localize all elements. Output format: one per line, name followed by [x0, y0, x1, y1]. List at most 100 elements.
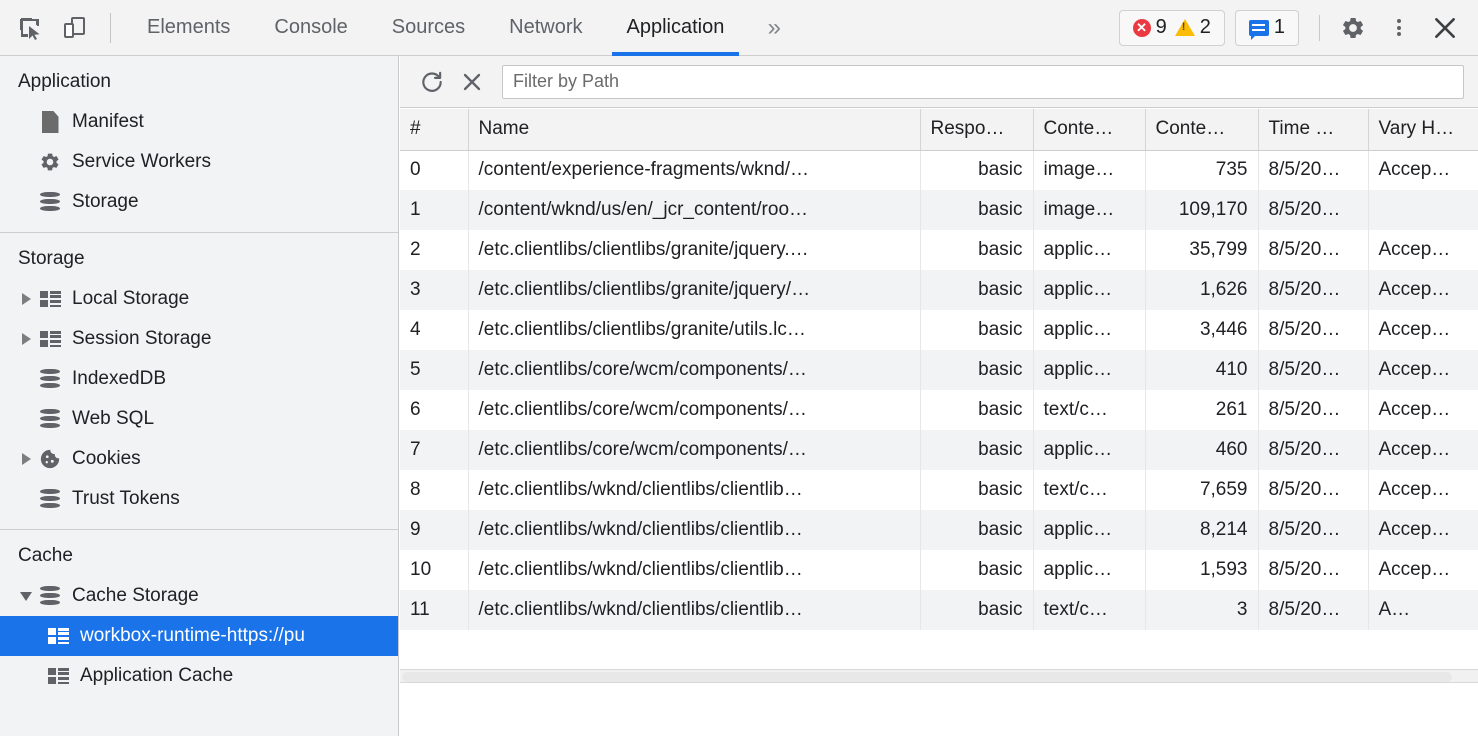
- cell-time-cached: 8/5/20…: [1258, 230, 1369, 270]
- cell-name: /etc.clientlibs/clientlibs/granite/utils…: [468, 310, 921, 350]
- cache-entries-table: # Name Respo… Conte… Conte… Time … Vary …: [400, 109, 1478, 630]
- cell-content-type: applic…: [1033, 550, 1146, 590]
- table-row[interactable]: 6/etc.clientlibs/core/wcm/components/…ba…: [400, 390, 1478, 430]
- cell-response-type: basic: [920, 470, 1034, 510]
- issues-counter-group[interactable]: ✕ 9 2: [1118, 9, 1225, 46]
- grid-horizontal-scrollbar[interactable]: [400, 669, 1478, 683]
- tab-sources[interactable]: Sources: [391, 16, 466, 38]
- message-bubble-icon: [1248, 19, 1269, 40]
- cell-index: 6: [400, 390, 469, 430]
- cell-name: /etc.clientlibs/wknd/clientlibs/clientli…: [468, 550, 921, 590]
- tab-console[interactable]: Console: [274, 16, 348, 38]
- table-row[interactable]: 0/content/experience-fragments/wknd/…bas…: [400, 150, 1478, 190]
- column-header-time-cached[interactable]: Time …: [1258, 109, 1369, 151]
- sidebar-item-session-storage[interactable]: Session Storage: [0, 319, 398, 359]
- sidebar-item-cache-storage[interactable]: Cache Storage: [0, 576, 398, 616]
- cell-vary-header: Accep…: [1378, 479, 1451, 500]
- kebab-dot-2: [1397, 25, 1401, 30]
- database-icon: [38, 584, 62, 608]
- tab-elements[interactable]: Elements: [147, 16, 231, 38]
- column-header-index[interactable]: #: [400, 109, 469, 151]
- table-icon: [46, 624, 70, 648]
- chevron-right-icon[interactable]: [18, 293, 34, 305]
- more-vertical-icon[interactable]: [1376, 5, 1422, 51]
- chevron-right-icon[interactable]: [18, 453, 34, 465]
- more-tabs-icon[interactable]: »: [767, 13, 782, 41]
- cell-index: 2: [400, 230, 469, 270]
- cell-response-type: basic: [920, 150, 1034, 190]
- refresh-icon[interactable]: [412, 62, 452, 102]
- column-header-vary-header[interactable]: Vary H…: [1368, 109, 1478, 151]
- cell-name: /etc.clientlibs/core/wcm/components/…: [468, 390, 921, 430]
- sidebar-item-storage[interactable]: Storage: [0, 182, 398, 222]
- inspect-cursor-icon[interactable]: [8, 6, 52, 50]
- error-counter[interactable]: ✕ 9: [1129, 16, 1171, 39]
- sidebar-item-trust-tokens[interactable]: Trust Tokens: [0, 479, 398, 519]
- message-counter[interactable]: 1: [1245, 16, 1289, 40]
- messages-counter-group[interactable]: 1: [1234, 9, 1299, 46]
- cell-response-type: basic: [920, 390, 1034, 430]
- cell-response-type: basic: [920, 430, 1034, 470]
- cell-vary-header: Accep…: [1378, 279, 1451, 300]
- table-icon: [38, 327, 62, 351]
- table-row[interactable]: 9/etc.clientlibs/wknd/clientlibs/clientl…: [400, 510, 1478, 550]
- document-icon: [38, 110, 62, 134]
- cell-time-cached: 8/5/20…: [1258, 150, 1369, 190]
- sidebar-item-service-workers[interactable]: Service Workers: [0, 142, 398, 182]
- chevron-right-icon[interactable]: [18, 333, 34, 345]
- table-row[interactable]: 3/etc.clientlibs/clientlibs/granite/jque…: [400, 270, 1478, 310]
- application-sidebar[interactable]: Application Manifest Service Workers Sto…: [0, 56, 399, 736]
- column-header-content-length[interactable]: Conte…: [1145, 109, 1259, 151]
- toolbar-divider: [110, 12, 111, 43]
- database-icon: [38, 367, 62, 391]
- device-toolbar-icon[interactable]: [52, 6, 96, 50]
- chevron-down-icon[interactable]: [18, 591, 34, 601]
- sidebar-item-cookies[interactable]: Cookies: [0, 439, 398, 479]
- sidebar-item-label: Application Cache: [80, 665, 234, 686]
- toolbar-right-cluster: ✕ 9 2 1: [1118, 5, 1478, 51]
- table-row[interactable]: 11/etc.clientlibs/wknd/clientlibs/client…: [400, 590, 1478, 630]
- table-row[interactable]: 7/etc.clientlibs/core/wcm/components/…ba…: [400, 430, 1478, 470]
- table-row[interactable]: 2/etc.clientlibs/clientlibs/granite/jque…: [400, 230, 1478, 270]
- cell-content-type: image…: [1033, 190, 1146, 230]
- gear-icon[interactable]: [1330, 5, 1376, 51]
- database-icon: [38, 190, 62, 214]
- cell-content-type: text/c…: [1033, 470, 1146, 510]
- sidebar-item-indexeddb[interactable]: IndexedDB: [0, 359, 398, 399]
- cell-name: /etc.clientlibs/core/wcm/components/…: [468, 430, 921, 470]
- tab-application[interactable]: Application: [605, 0, 747, 56]
- clear-x-icon[interactable]: [452, 62, 492, 102]
- sidebar-item-web-sql[interactable]: Web SQL: [0, 399, 398, 439]
- cell-time-cached: 8/5/20…: [1258, 510, 1369, 550]
- sidebar-item-manifest[interactable]: Manifest: [0, 102, 398, 142]
- cell-name: /etc.clientlibs/wknd/clientlibs/clientli…: [468, 590, 921, 630]
- toolbar-divider-2: [1319, 14, 1320, 41]
- cell-content-length: 7,659: [1145, 470, 1259, 510]
- cell-content-length: 35,799: [1145, 230, 1259, 270]
- cell-vary-header: Accep…: [1378, 519, 1451, 540]
- table-row[interactable]: 8/etc.clientlibs/wknd/clientlibs/clientl…: [400, 470, 1478, 510]
- table-row[interactable]: 10/etc.clientlibs/wknd/clientlibs/client…: [400, 550, 1478, 590]
- cell-index: 1: [400, 190, 469, 230]
- sidebar-item-workbox-runtime[interactable]: workbox-runtime-https://pu: [0, 616, 398, 656]
- tab-network[interactable]: Network: [509, 16, 583, 38]
- cache-entries-grid[interactable]: # Name Respo… Conte… Conte… Time … Vary …: [400, 109, 1478, 669]
- column-header-name[interactable]: Name: [468, 109, 921, 151]
- message-count-label: 1: [1273, 16, 1285, 38]
- scrollbar-thumb[interactable]: [402, 672, 1452, 682]
- sidebar-item-local-storage[interactable]: Local Storage: [0, 279, 398, 319]
- sidebar-item-label: IndexedDB: [72, 368, 167, 389]
- kebab-dot-1: [1397, 19, 1401, 23]
- table-row[interactable]: 5/etc.clientlibs/core/wcm/components/…ba…: [400, 350, 1478, 390]
- column-header-content-type[interactable]: Conte…: [1033, 109, 1146, 151]
- table-row[interactable]: 4/etc.clientlibs/clientlibs/granite/util…: [400, 310, 1478, 350]
- cell-content-type: applic…: [1033, 270, 1146, 310]
- cell-response-type: basic: [920, 590, 1034, 630]
- filter-by-path-input[interactable]: [502, 64, 1464, 99]
- warning-counter[interactable]: 2: [1171, 16, 1215, 39]
- sidebar-item-application-cache[interactable]: Application Cache: [0, 656, 398, 696]
- column-header-response-type[interactable]: Respo…: [920, 109, 1034, 151]
- table-row[interactable]: 1/content/wknd/us/en/_jcr_content/roo…ba…: [400, 190, 1478, 230]
- cache-entry-preview-pane: [400, 684, 1478, 736]
- close-icon[interactable]: [1422, 5, 1468, 51]
